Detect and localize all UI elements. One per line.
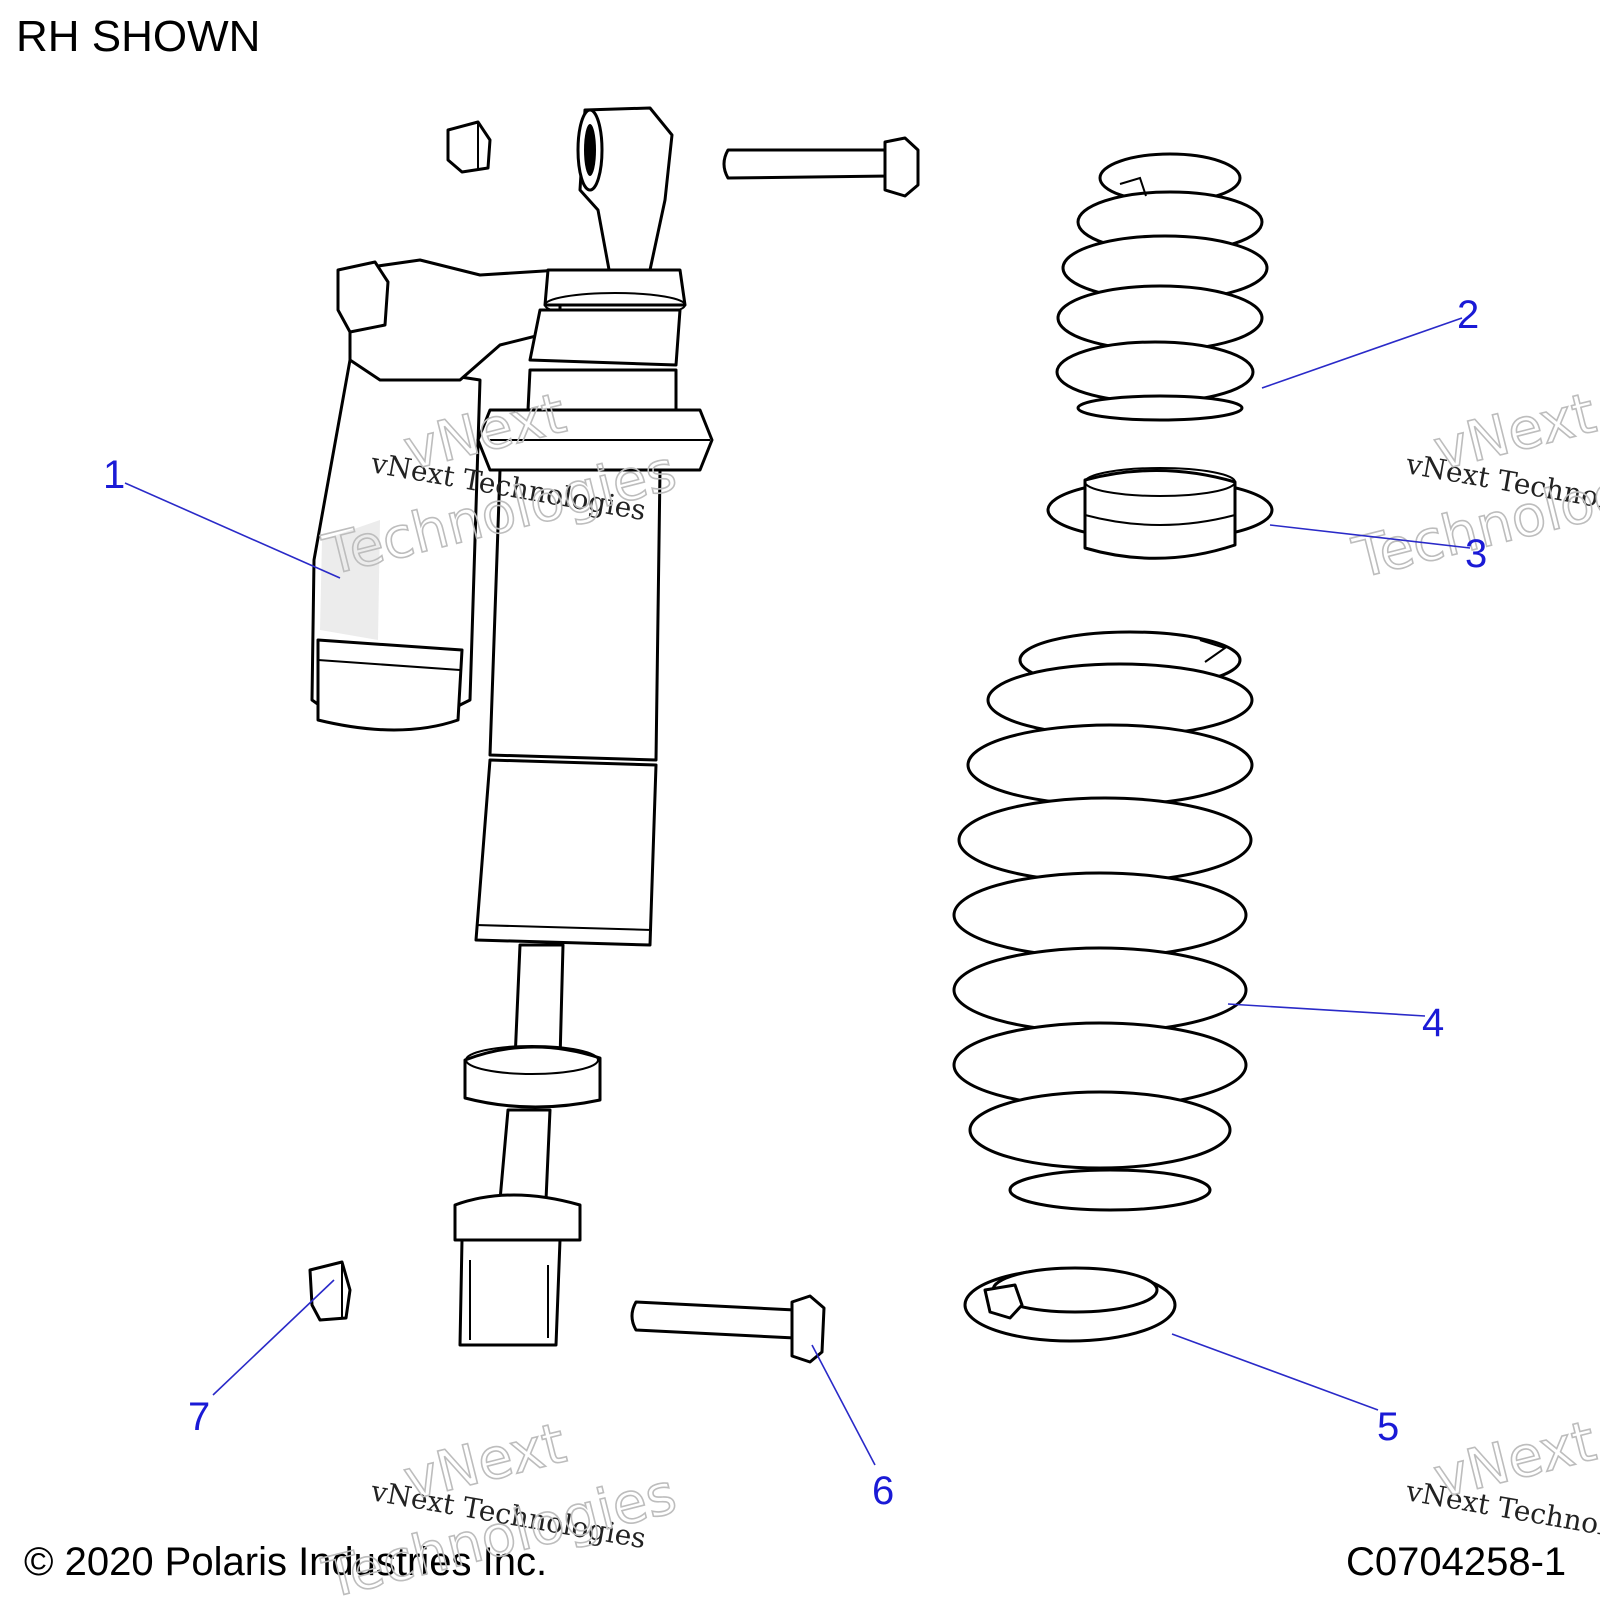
spring-seat [963, 1266, 1177, 1343]
leader-line-4 [1227, 1003, 1426, 1017]
callout-6: 6 [872, 1469, 894, 1513]
callout-1: 1 [103, 453, 125, 497]
copyright-text: © 2020 Polaris Industries Inc. [24, 1540, 548, 1584]
view-label: RH SHOWN [16, 12, 261, 61]
leader-line-7 [212, 1279, 335, 1396]
lower-bolt [630, 1294, 826, 1364]
callout-2: 2 [1457, 293, 1479, 337]
callout-5: 5 [1377, 1405, 1399, 1449]
upper-bolt [722, 136, 920, 198]
flange-nut [308, 1260, 352, 1322]
figure-id: C0704258-1 [1346, 1540, 1567, 1584]
callouts: 1 2 3 4 5 6 7 [103, 293, 1487, 1513]
upper-flange-nut [446, 120, 492, 174]
leader-line-3 [1269, 524, 1471, 549]
upper-spring [1055, 152, 1269, 422]
callout-3: 3 [1465, 532, 1487, 576]
leader-line-1 [124, 482, 341, 579]
leader-line-2 [1261, 317, 1463, 389]
main-spring [952, 630, 1254, 1212]
callout-4: 4 [1422, 1001, 1444, 1045]
callout-7: 7 [188, 1395, 210, 1439]
leader-lines [124, 317, 1471, 1466]
shock-absorber [310, 106, 714, 1347]
leader-line-6 [811, 1344, 876, 1466]
leader-line-5 [1171, 1333, 1379, 1411]
spring-spacer [1046, 467, 1274, 560]
